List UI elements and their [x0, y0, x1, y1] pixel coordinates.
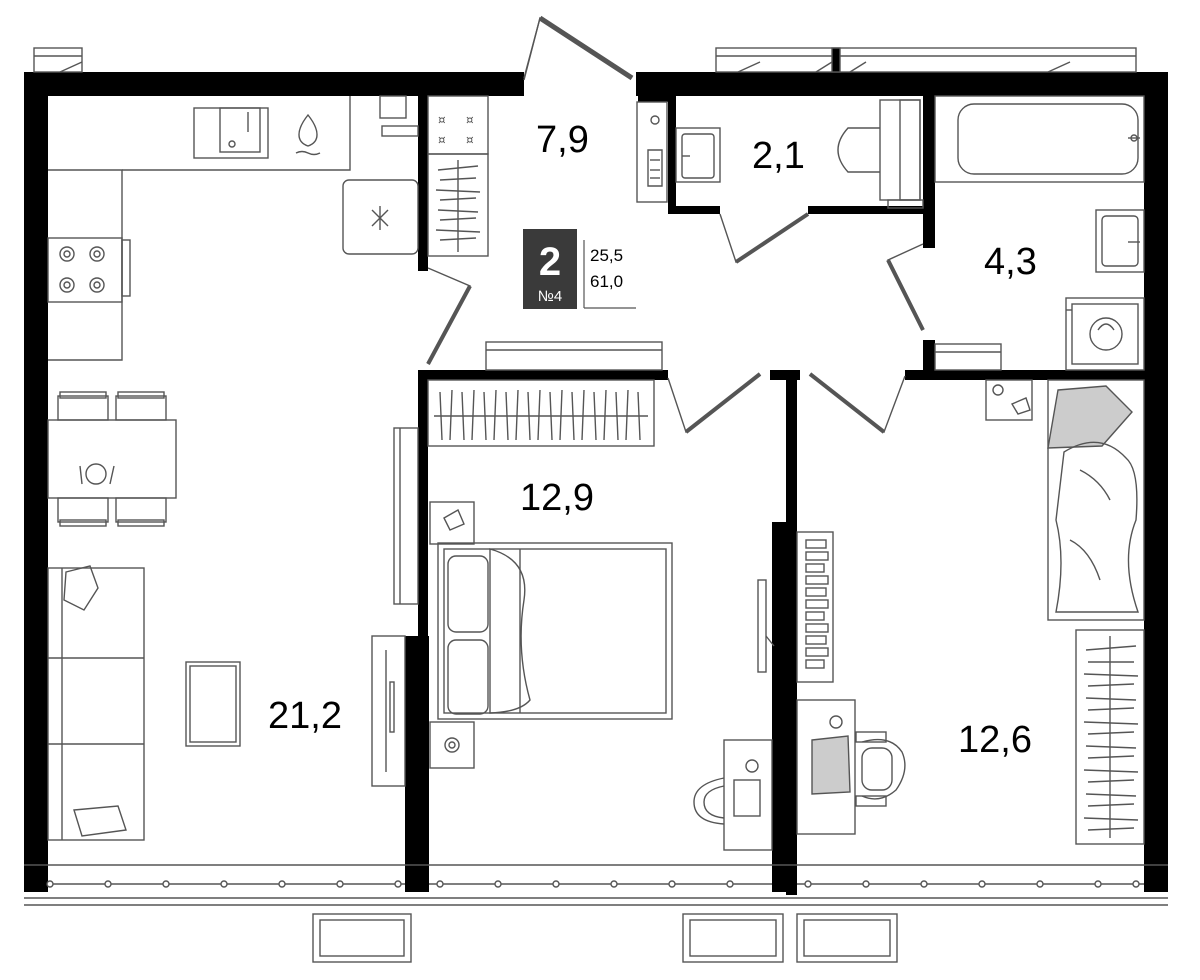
hallway-shelf — [485, 341, 663, 371]
room-area-bedroom-2: 12,6 — [958, 719, 1032, 761]
unit-badge-box — [523, 229, 577, 309]
bathroom-shelf — [934, 343, 1002, 371]
svg-text:¤: ¤ — [438, 133, 446, 147]
bedroom-1-wardrobe — [427, 379, 655, 447]
room-area-bathroom: 4,3 — [984, 241, 1037, 283]
hallway-door — [426, 267, 472, 365]
room-area-hallway: 7,9 — [536, 119, 589, 161]
bathroom-sink — [1095, 209, 1145, 273]
unit-total-area: 61,0 — [590, 272, 623, 291]
sofa — [47, 565, 145, 841]
bedroom-2-door — [808, 372, 906, 434]
wc-sink — [636, 101, 721, 203]
top-window-left — [33, 47, 83, 73]
kitchen-sink-icon — [295, 113, 321, 156]
nightstand-top — [429, 501, 475, 545]
bathtub — [934, 95, 1145, 183]
cooktop-icon — [47, 237, 131, 303]
unit-number: №4 — [538, 288, 562, 305]
bathroom-door — [886, 243, 925, 331]
unit-rooms-count: 2 — [539, 240, 561, 284]
svg-text:¤: ¤ — [438, 113, 446, 127]
washing-machine — [1065, 297, 1145, 371]
top-window-right — [715, 47, 1137, 73]
double-bed — [437, 542, 673, 720]
svg-text:¤: ¤ — [466, 133, 474, 147]
tv-cabinet — [371, 427, 419, 787]
hallway-wardrobe — [427, 153, 489, 257]
bedroom-1-mirror — [757, 579, 775, 673]
entrance-door — [523, 15, 634, 81]
bedroom-1-desk — [693, 739, 773, 851]
room-labels: 21,2 7,9 2,1 4,3 12,9 12,6 — [268, 119, 1037, 761]
single-bed — [1047, 379, 1145, 621]
bedroom-2-desk — [796, 699, 906, 835]
dining-table — [47, 391, 177, 527]
bedroom-2-shelf — [796, 531, 834, 683]
hallway-stove-icon: ¤ ¤ ¤ ¤ — [438, 113, 474, 147]
room-area-wc: 2,1 — [752, 135, 805, 177]
room-area-kitchen-living: 21,2 — [268, 695, 342, 737]
unit-badge: 2 №4 25,5 61,0 — [523, 229, 636, 309]
unit-living-area: 25,5 — [590, 246, 623, 265]
exterior-walls — [24, 72, 1168, 892]
interior-walls — [405, 96, 1168, 895]
balcony-radiators — [312, 913, 898, 963]
balcony-rail — [24, 864, 1168, 906]
fridge-snowflake-icon — [371, 206, 389, 230]
nightstand-bedroom-2 — [985, 379, 1033, 421]
room-area-bedroom-1: 12,9 — [520, 477, 594, 519]
svg-text:¤: ¤ — [466, 113, 474, 127]
wc-door — [719, 212, 810, 264]
wc-toilet — [837, 99, 924, 209]
nightstand-bottom — [429, 721, 475, 769]
bedroom-2-wardrobe — [1075, 629, 1145, 845]
bedroom-1-door — [667, 372, 762, 434]
coffee-table — [185, 661, 241, 747]
